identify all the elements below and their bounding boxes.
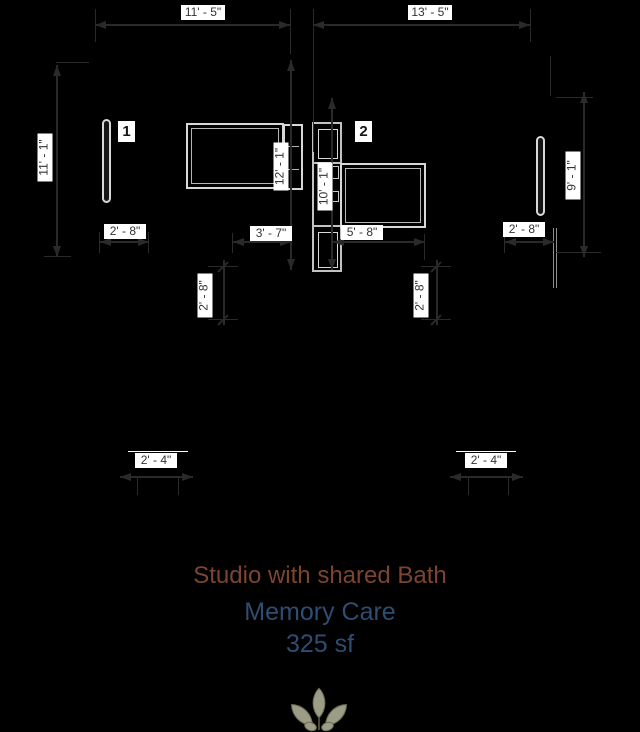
- dim-label-bath-depth: 10' - 1": [317, 162, 333, 211]
- extension-line: [556, 252, 601, 253]
- dim-line-room1-entry: [233, 241, 291, 243]
- plan-title: Studio with shared Bath: [193, 562, 447, 589]
- bed1-inner-line: [191, 128, 279, 184]
- extension-line: [208, 266, 238, 267]
- dim-line-room1-closet: [100, 241, 149, 243]
- dim-arrow: [333, 238, 344, 246]
- extension-line: [178, 477, 179, 495]
- dim-arrow: [505, 238, 516, 246]
- extension-line: [421, 319, 451, 320]
- dim-label-opening-right: 2' - 4": [465, 453, 507, 468]
- dim-label-top-left: 11' - 5": [181, 5, 225, 20]
- dim-label-top-right: 13' - 5": [408, 5, 452, 20]
- dim-arrow: [280, 238, 291, 246]
- dim-label-left-height: 11' - 1": [37, 133, 53, 182]
- extension-line: [313, 9, 314, 152]
- extension-line: [508, 477, 509, 495]
- dim-arrow: [580, 246, 588, 257]
- dim-arrow: [580, 92, 588, 103]
- dim-label-room1-entry: 3' - 7": [250, 226, 292, 241]
- extension-line: [421, 266, 451, 267]
- dim-label-room1-depth: 12' - 1": [273, 142, 289, 191]
- bath-fixture: [318, 129, 338, 159]
- dim-line-top-left: [95, 24, 290, 26]
- extension-line: [137, 477, 138, 495]
- dim-arrow: [519, 21, 530, 29]
- dim-line-opening-left: [120, 476, 193, 478]
- dim-label-door-left: 2' - 8": [197, 273, 213, 318]
- dim-line-left-height: [56, 65, 58, 257]
- extension-line: [424, 234, 425, 260]
- dim-arrow: [182, 473, 193, 481]
- dim-arrow: [120, 473, 131, 481]
- bed1-outline: [186, 123, 284, 189]
- dim-label-room2-wall: 2' - 8": [503, 222, 545, 237]
- dim-arrow: [287, 259, 295, 270]
- wall-line: [553, 228, 554, 288]
- bed2-outline: [340, 163, 426, 228]
- headboard-divider: [287, 169, 299, 170]
- dim-label-room1-closet: 2' - 8": [104, 224, 146, 239]
- bed2-inner-line: [345, 168, 421, 223]
- dim-arrow: [53, 65, 61, 76]
- room1-tag: 1: [118, 121, 135, 142]
- dim-label-right-height: 9' - 1": [565, 151, 581, 200]
- dim-line-room2-bed: [333, 241, 425, 243]
- extension-line: [556, 97, 593, 98]
- dim-arrow: [543, 238, 554, 246]
- extension-line: [232, 233, 233, 253]
- extension-line: [99, 232, 100, 253]
- dim-line-top-right: [313, 24, 530, 26]
- dim-arrow: [138, 238, 149, 246]
- extension-line: [56, 62, 89, 63]
- dim-line-right-height: [583, 92, 585, 257]
- dim-arrow: [233, 238, 244, 246]
- label-overline: [456, 451, 516, 452]
- room2-tag: 2: [355, 121, 372, 142]
- dim-line-room2-wall: [505, 241, 554, 243]
- bath-core-divider: [314, 225, 340, 227]
- dim-arrow: [512, 473, 523, 481]
- dim-arrow: [53, 246, 61, 257]
- dim-line-opening-right: [450, 476, 523, 478]
- dim-line-room1-depth: [290, 60, 292, 270]
- extension-line: [504, 232, 505, 253]
- dim-arrow: [450, 473, 461, 481]
- dim-arrow: [414, 238, 425, 246]
- dim-arrow: [100, 238, 111, 246]
- label-overline: [128, 451, 188, 452]
- window-right: [536, 136, 545, 216]
- dim-arrow: [313, 21, 324, 29]
- dim-label-door-right: 2' - 8": [413, 273, 429, 318]
- wall-line: [556, 228, 557, 288]
- plant-leaf-small: [302, 720, 319, 732]
- extension-line: [208, 319, 238, 320]
- plant-icon: [288, 687, 350, 732]
- plant-stem: [318, 718, 320, 730]
- dim-line-door-right: [436, 260, 438, 325]
- extension-line: [468, 477, 469, 495]
- dim-label-opening-left: 2' - 4": [135, 453, 177, 468]
- headboard-divider: [287, 146, 299, 147]
- dim-arrow: [279, 21, 290, 29]
- dim-label-room2-bed: 5' - 8": [341, 225, 383, 240]
- dim-arrow: [328, 259, 336, 270]
- plan-area: 325 sf: [285, 630, 355, 658]
- dim-arrow: [328, 98, 336, 109]
- extension-line: [530, 9, 531, 42]
- dim-line-door-left: [223, 260, 225, 325]
- extension-line: [550, 56, 551, 96]
- plan-subtitle: Memory Care: [244, 598, 396, 626]
- dim-arrow: [287, 60, 295, 71]
- extension-line: [290, 9, 291, 54]
- window-left: [102, 119, 111, 203]
- dim-arrow: [95, 21, 106, 29]
